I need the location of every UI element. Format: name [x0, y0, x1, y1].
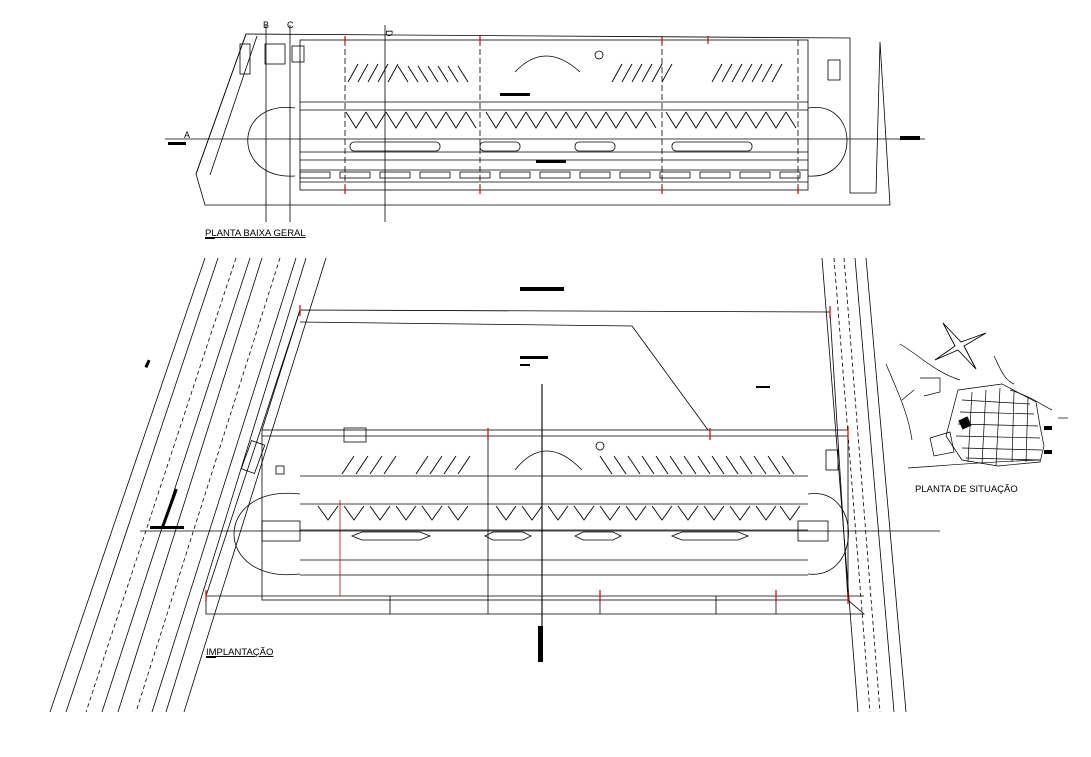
plan-view-title: PLANTA BAIXA GERAL [205, 228, 306, 239]
plan-lower-boxes [299, 171, 801, 179]
site-building-outline [261, 429, 849, 601]
site-parking-upper [341, 455, 795, 475]
plan-building-outline [299, 39, 809, 191]
section-mark-d: D [384, 30, 394, 37]
north-arrow-icon [934, 322, 987, 370]
plan-left-turnaround [247, 107, 296, 177]
situation-site-highlight [958, 416, 1052, 454]
section-mark-b: B [263, 20, 269, 30]
site-platforms [350, 531, 750, 541]
section-mark-a: A [184, 130, 190, 140]
plan-site-boundary [195, 33, 891, 206]
site-right-turnaround [807, 493, 849, 575]
site-bottom-divisions [389, 596, 777, 614]
plan-right-blocks [827, 59, 841, 81]
site-lot-boundary [205, 309, 866, 615]
site-label-blocks [144, 287, 770, 662]
situation-urban-area [929, 383, 1045, 467]
section-mark-letters: A B C D [184, 20, 394, 140]
site-parking-middle [317, 505, 801, 521]
site-view-title: IMPLANTAÇÃO [206, 647, 273, 658]
site-view-drawing [49, 257, 940, 713]
situation-map-drawing [885, 322, 1068, 469]
site-red-marks [205, 305, 849, 604]
plan-red-marks [344, 36, 799, 194]
site-right-road [821, 257, 907, 713]
section-mark-c: C [287, 20, 294, 30]
plan-left-road-edge [195, 33, 247, 175]
site-central-arc [514, 450, 583, 471]
plan-left-road-edge-2 [209, 35, 258, 176]
site-left-blocks [240, 427, 839, 475]
situation-view-title: PLANTA DE SITUAÇÃO [915, 484, 1018, 495]
plan-parking-middle [345, 111, 797, 129]
plan-parking-upper [347, 63, 783, 83]
plan-central-arc [514, 55, 581, 73]
plan-label-blocks [168, 93, 920, 239]
plan-left-blocks [239, 43, 305, 75]
plan-platforms [349, 141, 753, 152]
plan-right-turnaround [807, 107, 848, 177]
plan-view-drawing [165, 25, 925, 239]
site-left-turnaround [233, 492, 301, 576]
site-left-highway [49, 257, 327, 713]
